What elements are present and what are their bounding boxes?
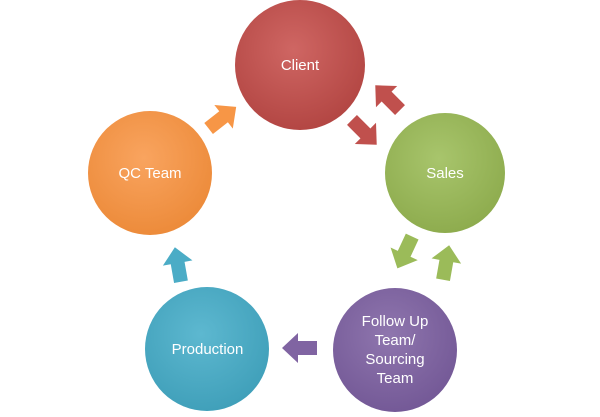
arrow-client-to-sales xyxy=(347,115,377,145)
arrow-qc-to-client xyxy=(204,104,237,134)
node-production xyxy=(145,287,269,411)
node-client xyxy=(235,0,365,130)
arrow-sales-to-followup xyxy=(390,233,419,269)
arrow-sales-to-client xyxy=(375,85,405,115)
arrow-production-to-qc xyxy=(162,247,193,283)
node-sales xyxy=(385,113,505,233)
arrow-followup-to-production xyxy=(282,333,317,363)
arrow-followup-to-sales xyxy=(431,245,462,281)
node-followup xyxy=(333,288,457,412)
node-qc xyxy=(88,111,212,235)
